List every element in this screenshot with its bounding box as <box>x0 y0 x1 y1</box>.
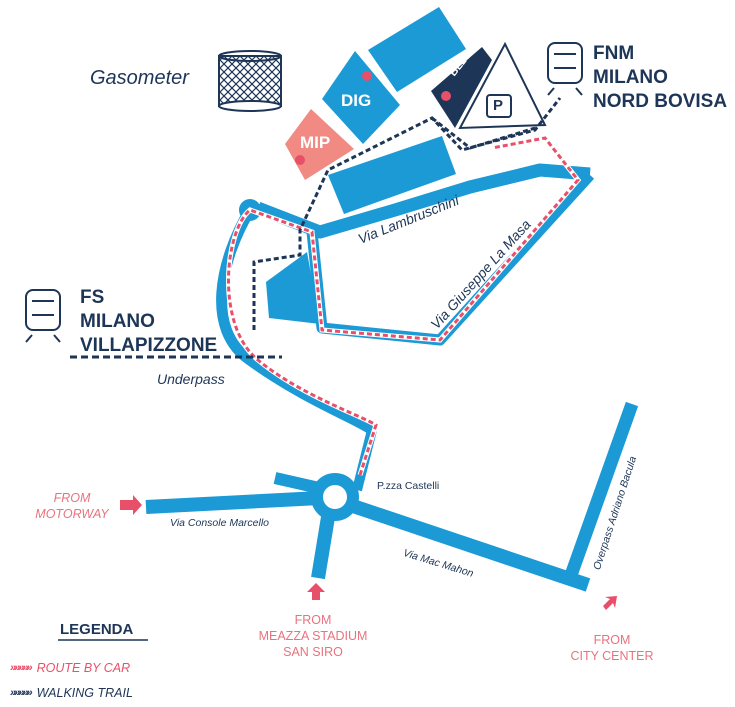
arrow-city-icon <box>603 596 617 610</box>
from-stadium-label: FROM MEAZZA STADIUM SAN SIRO <box>238 612 388 660</box>
dig-label: DIG <box>341 91 372 110</box>
gasometer-label: Gasometer <box>90 67 189 89</box>
building-dig <box>322 51 400 144</box>
mip-label: MIP <box>300 133 331 152</box>
parking-sign-icon <box>486 94 512 118</box>
dig-marker-icon <box>362 71 372 81</box>
legend-car-label: ROUTE BY CAR <box>36 661 131 675</box>
legend-title: LEGENDA <box>60 621 134 638</box>
arrival-arrows <box>120 495 617 610</box>
campus-buildings <box>266 7 547 324</box>
legend-walk-chevron-icon: »»»»» <box>10 687 33 699</box>
fnm-station-label: FNM MILANO NORD BOVISA <box>593 42 727 114</box>
fs-station-label: FS MILANO VILLAPIZZONE <box>80 286 217 358</box>
fs-line-1: FS <box>80 287 105 308</box>
piazza-castelli-label: P.zza Castelli <box>377 480 440 492</box>
fnm-train-icon <box>547 42 583 96</box>
fnm-line-2: MILANO <box>593 67 668 88</box>
from-motorway-line-1: FROM <box>53 491 91 505</box>
fs-line-3: VILLAPIZZONE <box>80 335 218 356</box>
walking-trail <box>252 97 562 330</box>
overpass-bacula <box>563 401 639 581</box>
from-motorway-line-2: MOTORWAY <box>35 507 109 521</box>
legend-walk-row: »»»»» WALKING TRAIL <box>10 686 133 700</box>
from-stadium-line-1: FROM <box>294 613 332 627</box>
fnm-line-1: FNM <box>593 43 635 64</box>
fs-line-2: MILANO <box>80 311 155 332</box>
underpass-label: Underpass <box>157 371 225 387</box>
bl28-marker-icon <box>441 91 451 101</box>
from-city-line-2: CITY CENTER <box>570 649 654 663</box>
building-bl28 <box>431 47 492 128</box>
arrow-motorway-icon <box>120 495 142 515</box>
gasometer-icon <box>218 50 282 112</box>
from-city-line-1: FROM <box>593 633 631 647</box>
mip-marker-icon <box>295 155 305 165</box>
piazza-castelli-roundabout <box>311 473 359 521</box>
car-route <box>226 135 582 476</box>
via-lambruschini <box>255 163 591 239</box>
building-lambruschini <box>328 136 456 214</box>
legend-car-row: »»»»» ROUTE BY CAR <box>10 661 130 675</box>
via-console-marcello <box>145 491 321 514</box>
via-mac-mahon <box>347 498 591 592</box>
building-top-right <box>368 7 466 92</box>
legend-walk-label: WALKING TRAIL <box>36 686 133 700</box>
from-stadium-line-3: SAN SIRO <box>283 645 343 659</box>
arrow-stadium-icon <box>307 583 325 600</box>
building-markers <box>295 71 451 165</box>
fnm-line-3: NORD BOVISA <box>593 91 728 112</box>
from-stadium-line-2: MEAZZA STADIUM <box>258 629 368 643</box>
legend-car-chevron-icon: »»»»» <box>10 662 33 674</box>
from-motorway-label: FROM MOTORWAY <box>22 490 122 522</box>
building-west <box>266 252 320 324</box>
fs-train-icon <box>25 289 61 343</box>
parking-label: P <box>493 97 504 114</box>
parking-building <box>458 41 547 130</box>
via-console-marcello-label: Via Console Marcello <box>170 517 270 529</box>
from-city-label: FROM CITY CENTER <box>562 632 662 664</box>
